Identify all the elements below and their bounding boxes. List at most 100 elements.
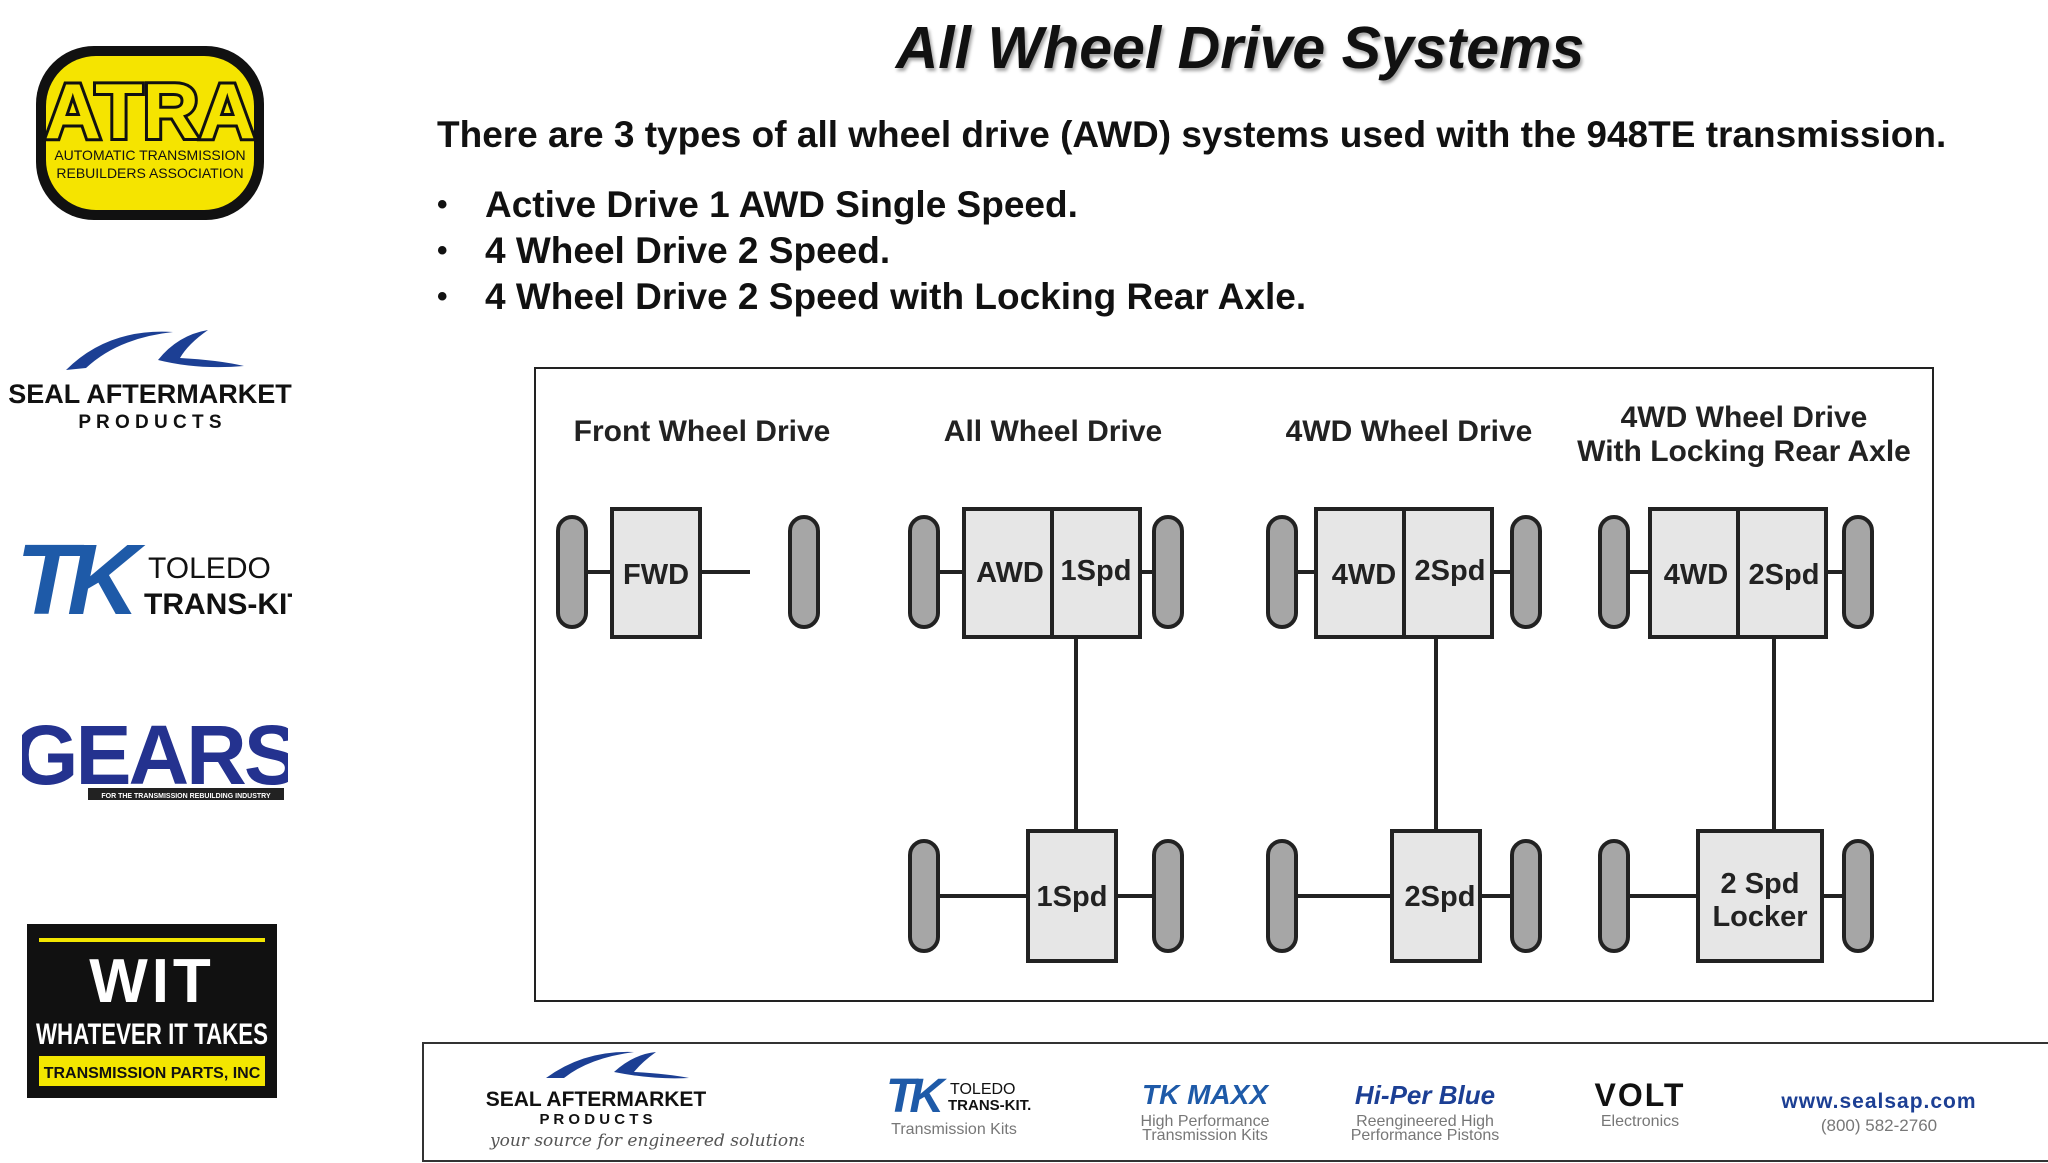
box-label: 2 Spd [1721,868,1800,900]
bullet-dot: • [437,234,448,267]
4wd-column: 4WD Wheel Drive 4WD 2Spd 2Spd [1266,415,1542,963]
box-label: 4WD [1664,559,1728,591]
column-heading: Front Wheel Drive [574,415,831,448]
locker-box [1696,829,1824,963]
page-title: All Wheel Drive Systems [895,15,1585,81]
footer-tk-line2: TRANS-KIT. [948,1097,1031,1114]
box-label: AWD [976,557,1044,589]
bullet-dot: • [437,188,448,221]
4wd-locker-column: 4WD Wheel Drive With Locking Rear Axle 4… [1577,401,1911,963]
swoosh-icon [614,1052,689,1079]
bullet-dot: • [437,280,448,313]
atra-line2: REBUILDERS ASSOCIATION [56,165,243,181]
footer-volt-mark: VOLT [1595,1077,1686,1110]
bullet-item: • Active Drive 1 AWD Single Speed. [437,182,1306,228]
wheel [1510,839,1542,953]
footer-tk-line1: TOLEDO [950,1081,1016,1098]
wit-logo: WIT WHATEVER IT TAKES TRANSMISSION PARTS… [27,924,277,1098]
footer-seal-tagline: your source for engineered solutions [489,1131,804,1151]
gears-logo: GEARS FOR THE TRANSMISSION REBUILDING IN… [13,708,300,802]
wheel [1842,515,1874,629]
awd-box [962,507,1054,639]
swoosh-icon [546,1051,634,1078]
wheel [1266,839,1298,953]
box-label: 1Spd [1037,881,1108,913]
speed-box [1402,507,1494,639]
4wd-box [1314,507,1406,639]
wheel [788,515,820,629]
seal-line1: SEAL AFTERMARKET [8,379,292,409]
atra-logo: ATRA AUTOMATIC TRANSMISSION REBUILDERS A… [34,44,266,222]
wheel [1152,839,1184,953]
box-label: 4WD [1332,559,1396,591]
footer-logo-bar: SEAL AFTERMARKET P R O D U C T S your so… [422,1042,2048,1162]
gears-mark: GEARS [22,718,288,802]
footer-seal-line1: SEAL AFTERMARKET [486,1088,707,1111]
wit-line2: TRANSMISSION PARTS, INC [44,1065,261,1082]
bullet-text: Active Drive 1 AWD Single Speed. [485,184,1078,225]
wheel [1152,515,1184,629]
footer-tk-mark: TK [886,1072,947,1118]
footer-hiper-mark: Hi-Per Blue [1355,1080,1495,1110]
footer-seal-line2: P R O D U C T S [539,1111,652,1128]
wheel [1598,839,1630,953]
bullet-text: 4 Wheel Drive 2 Speed. [485,230,891,271]
wit-mark: WIT [89,947,215,1016]
fwd-box [610,507,702,639]
toledo-trans-kit-logo: TK TOLEDO TRANS-KIT [16,524,306,636]
box-label: 2Spd [1405,881,1476,913]
gears-tagline: FOR THE TRANSMISSION REBUILDING INDUSTRY [101,793,271,800]
footer-hiper-sub1: Reengineered High [1356,1113,1494,1130]
drivetrain-diagram: Front Wheel Drive FWD All Wheel Drive AW… [534,367,1934,1002]
box-label: Locker [1712,901,1807,933]
tk-line2: TRANS-KIT [144,588,292,621]
box-label: FWD [623,559,689,591]
footer-hiper-logo: Hi-Per Blue Reengineered High Performanc… [1330,1076,1520,1156]
swoosh-icon [158,330,244,368]
footer-seal-logo: SEAL AFTERMARKET P R O D U C T S your so… [484,1048,808,1158]
box-label: 2Spd [1415,555,1486,587]
wheel [556,515,588,629]
seal-line2: P R O D U C T S [78,412,221,433]
footer-tkmaxx-sub1: High Performance [1140,1113,1270,1130]
speed-box [1050,507,1142,639]
footer-phone: (800) 582-2760 [1820,1116,1938,1135]
box-label: 2Spd [1749,559,1820,591]
intro-text: There are 3 types of all wheel drive (AW… [437,114,1947,155]
wit-line1: WHATEVER IT TAKES [36,1018,268,1051]
footer-hiper-sub2: Performance Pistons [1350,1127,1500,1144]
footer-tkmaxx-sub2: Transmission Kits [1142,1127,1268,1144]
atra-line1: AUTOMATIC TRANSMISSION [54,147,245,163]
tk-mark: TK [16,530,146,625]
footer-website-link[interactable]: www.sealsap.com [1781,1090,1977,1113]
footer-volt-logo: VOLT Electronics [1570,1076,1710,1146]
seal-aftermarket-logo: SEAL AFTERMARKET P R O D U C T S [8,320,298,435]
footer-volt-sub: Electronics [1600,1113,1680,1130]
footer-tkmaxx-logo: TK MAXX High Performance Transmission Ki… [1120,1076,1290,1156]
tk-line1: TOLEDO [148,552,271,585]
wheel [908,839,940,953]
bullet-item: • 4 Wheel Drive 2 Speed with Locking Rear… [437,274,1306,320]
bullet-item: • 4 Wheel Drive 2 Speed. [437,228,1306,274]
box-label: 1Spd [1061,555,1132,587]
4wd-box [1648,507,1740,639]
speed-box [1736,507,1828,639]
swoosh-icon [66,331,173,370]
wheel [1842,839,1874,953]
column-heading: 4WD Wheel Drive [1621,401,1868,434]
atra-mark: ATRA [45,67,256,155]
bullet-list: • Active Drive 1 AWD Single Speed. • 4 Whe… [437,182,1306,320]
awd-column: All Wheel Drive AWD 1Spd 1Spd [908,415,1184,963]
footer-toledo-logo: TK TOLEDO TRANS-KIT. Transmission Kits [864,1070,1044,1152]
wheel [1510,515,1542,629]
wheel [1598,515,1630,629]
footer-contact: www.sealsap.com (800) 582-2760 [1764,1090,1994,1150]
column-heading: With Locking Rear Axle [1577,435,1911,468]
column-heading: 4WD Wheel Drive [1286,415,1533,448]
rear-diff-box [1026,829,1118,963]
wheel [1266,515,1298,629]
rear-diff-box [1390,829,1482,963]
footer-tk-sub: Transmission Kits [891,1121,1017,1138]
column-heading: All Wheel Drive [944,415,1162,448]
bullet-text: 4 Wheel Drive 2 Speed with Locking Rear … [485,276,1307,317]
